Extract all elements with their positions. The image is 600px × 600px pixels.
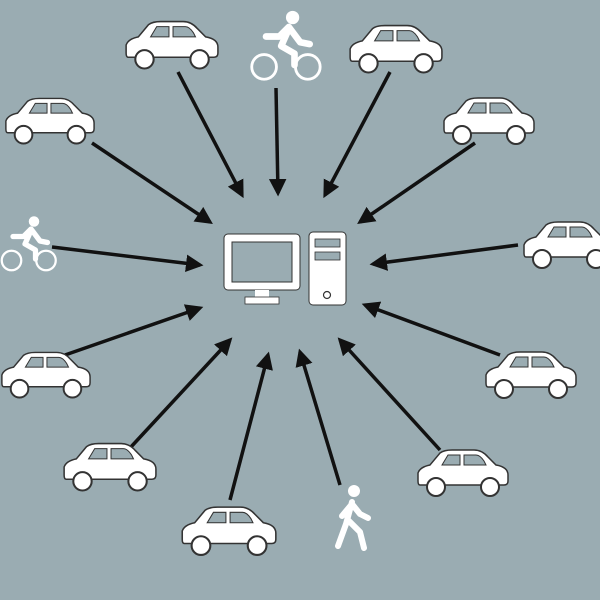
car-icon — [0, 351, 92, 399]
arrow — [91, 141, 213, 224]
arrow — [128, 337, 233, 450]
car-icon — [125, 20, 219, 70]
car-icon — [484, 350, 578, 400]
bicycle-icon — [2, 216, 56, 270]
computer-tower-icon — [308, 231, 347, 306]
central-computer — [223, 231, 347, 306]
arrow — [295, 348, 342, 486]
bicycle-icon — [252, 11, 320, 79]
arrow — [228, 351, 273, 501]
arrows — [51, 71, 519, 501]
car-icon — [349, 24, 443, 74]
monitor-icon — [223, 233, 301, 305]
sources — [0, 11, 600, 556]
car-icon — [522, 220, 600, 270]
arrow — [361, 301, 501, 357]
arrow — [337, 337, 442, 452]
car-icon — [4, 97, 96, 145]
arrow — [51, 245, 204, 272]
arrow — [323, 71, 392, 199]
arrow — [268, 87, 287, 197]
arrow — [176, 71, 244, 199]
pedestrian-icon — [338, 485, 368, 548]
car-icon — [416, 448, 510, 498]
car-icon — [442, 96, 536, 146]
arrow — [64, 304, 204, 357]
arrow — [369, 243, 519, 271]
car-icon — [63, 442, 157, 492]
arrow — [357, 141, 476, 224]
car-icon — [181, 506, 277, 556]
